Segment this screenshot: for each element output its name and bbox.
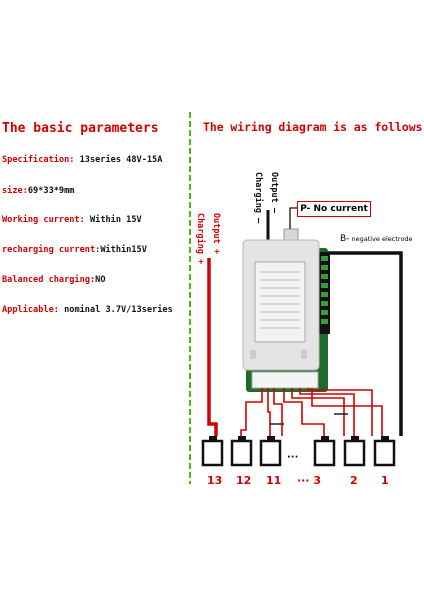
wiring-diagram-title: The wiring diagram is as follows — [203, 120, 423, 134]
battery-cell — [313, 436, 336, 467]
charging-plus-label: Charging + — [195, 213, 206, 264]
param-value: 69*33*9mm — [27, 186, 75, 196]
balance-wire — [291, 388, 345, 436]
terminal-pin — [321, 274, 328, 279]
battery-cell — [373, 436, 396, 467]
b-minus-wire — [318, 251, 403, 436]
param-label: Balanced charging: — [2, 275, 96, 285]
module-label-sticker — [254, 261, 306, 343]
balance-wire — [307, 388, 373, 436]
terminal-pin — [321, 301, 328, 306]
cells-ellipsis: ··· — [287, 452, 298, 463]
cell-number-1: 1 — [381, 474, 389, 487]
parameters-title: The basic parameters — [2, 121, 159, 136]
battery-cell — [201, 436, 224, 467]
b-minus-label: B- negative electrode — [340, 234, 413, 244]
terminal-pin — [321, 283, 328, 288]
plus-wire — [207, 258, 218, 436]
battery-cell — [343, 436, 366, 467]
param-recharging-current: recharging current:Within15V — [2, 245, 188, 255]
b-minus-subtext: negative electrode — [349, 235, 413, 243]
cover-clip — [301, 350, 307, 359]
balance-wire — [299, 388, 355, 436]
param-value: Within15V — [100, 245, 147, 255]
param-value: nominal 3.7V/13series — [64, 305, 173, 315]
output-minus-label: Output – — [269, 172, 279, 214]
param-value: Within 15V — [89, 215, 142, 225]
charging-minus-label: Charging – — [253, 172, 264, 224]
param-balanced-charging: Balanced charging:NO — [2, 275, 188, 285]
balance-wire — [240, 388, 263, 436]
p-connector — [283, 228, 299, 242]
param-specification: Specification: 13series 48V-15A — [2, 155, 188, 165]
balance-wires — [240, 388, 383, 436]
terminal-pin — [321, 292, 328, 297]
output-plus-label: Output + — [211, 213, 221, 254]
battery-cell — [259, 436, 282, 467]
battery-cell — [230, 436, 253, 467]
p-leader — [289, 207, 298, 229]
cell-number-2: 2 — [350, 474, 358, 487]
cover-clip — [250, 350, 256, 359]
p-minus-label: P- No current — [297, 201, 371, 217]
param-value: NO — [95, 275, 106, 285]
balance-wire — [273, 388, 283, 436]
terminal-pin — [321, 310, 328, 315]
terminal-pin — [321, 265, 328, 270]
param-label: Specification: — [2, 155, 80, 165]
balance-wire — [283, 388, 325, 436]
param-label: recharging current: — [2, 245, 101, 255]
param-value: 13series 48V-15A — [79, 155, 163, 165]
param-working-current: Working current: Within 15V — [2, 215, 188, 225]
balance-connector — [251, 371, 319, 389]
cell-number-12: 12 — [236, 474, 252, 487]
cell-number-3: ··· 3 — [297, 474, 322, 487]
balance-wire — [267, 388, 271, 436]
terminal-pin — [321, 256, 328, 261]
param-label: size: — [2, 186, 28, 196]
param-size: size:69*33*9mm — [2, 186, 188, 196]
cell-number-13: 13 — [207, 474, 223, 487]
param-label: Working current: — [2, 215, 90, 225]
terminal-pin — [321, 319, 328, 324]
b-minus-text: B- — [340, 234, 350, 244]
balance-wire — [311, 388, 383, 436]
param-applicable: Applicable: nominal 3.7V/13series — [2, 305, 188, 315]
battery-cells — [201, 436, 396, 467]
cell-number-11: 11 — [266, 474, 282, 487]
param-label: Applicable: — [2, 305, 65, 315]
column-divider — [189, 112, 191, 484]
